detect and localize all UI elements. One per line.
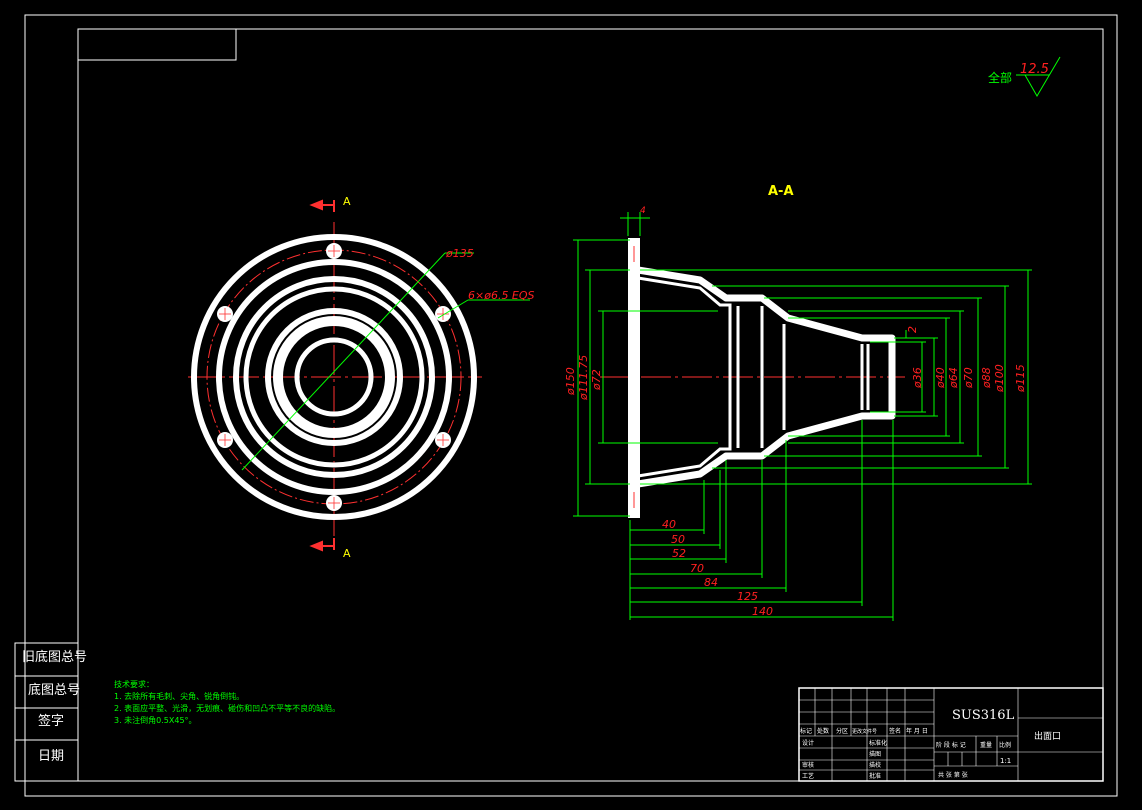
dim-dia-36: ø36: [911, 367, 924, 389]
role-process: 工艺: [802, 772, 814, 780]
dim-len-50: 50: [671, 533, 685, 546]
stage-label: 阶 段 标 记: [936, 741, 966, 749]
technical-notes: 技术要求： 1. 去除所有毛刺、尖角、锐角倒钝。 2. 表面应平整、光滑，无划痕…: [114, 679, 340, 725]
notes-line-2: 2. 表面应平整、光滑，无划痕、碰伤和凹凸不平等不良的缺陷。: [114, 703, 340, 713]
role-check: 描校: [869, 761, 881, 769]
inner-border: [77, 28, 1104, 782]
dim-small: 2: [906, 326, 919, 333]
notes-line-3: 3. 未注倒角0.5X45°。: [114, 715, 197, 725]
header-count: 处数: [817, 727, 829, 735]
dim-dia-115: ø115: [1014, 364, 1027, 393]
dim-len-70: 70: [690, 562, 704, 575]
roughness-symbol: 全部 12.5: [988, 56, 1061, 97]
scale-label: 比例: [999, 741, 1011, 749]
weight-label: 重量: [980, 741, 992, 749]
part-name: 出面口: [1034, 730, 1061, 742]
role-trace: 描图: [869, 750, 881, 758]
cut-label-top: A: [343, 195, 351, 208]
cut-label-bottom: A: [343, 547, 351, 560]
role-approve: 批准: [869, 772, 881, 780]
dim-len-125: 125: [737, 590, 758, 603]
outer-border: [24, 14, 1118, 797]
section-label: A-A: [768, 184, 794, 199]
dim-dia-100: ø100: [993, 364, 1006, 393]
dim-len-52: 52: [672, 547, 686, 560]
side-label-column: 旧底图总号 底图总号 签字 日期: [14, 642, 87, 782]
side-label-1: 旧底图总号: [22, 649, 87, 665]
material-label: SUS316L: [952, 708, 1015, 723]
notes-line-1: 1. 去除所有毛刺、尖角、锐角倒钝。: [114, 691, 244, 701]
header-date: 年 月 日: [906, 727, 928, 735]
dim-top: 4: [640, 206, 646, 216]
dim-dia-111: ø111.75: [577, 355, 590, 401]
sheets-label: 共 张 第 张: [938, 771, 968, 779]
dim-len-84: 84: [704, 576, 718, 589]
holes-label: 6×ø6.5 EQS: [468, 289, 535, 302]
scale-value: 1:1: [1000, 757, 1011, 765]
side-label-4: 日期: [38, 749, 64, 764]
top-left-box: [77, 28, 237, 61]
side-label-3: 签字: [38, 713, 64, 729]
roughness-prefix: 全部: [988, 70, 1012, 85]
header-change: 更改文件号: [852, 728, 877, 735]
front-view: ø135 6×ø6.5 EQS A A: [188, 195, 535, 560]
dim-len-140: 140: [752, 605, 773, 618]
notes-heading: 技术要求：: [114, 679, 154, 689]
dim-dia-64: ø64: [947, 367, 960, 389]
side-label-2: 底图总号: [28, 682, 80, 698]
dim-len-40: 40: [662, 518, 676, 531]
dia-135-label: ø135: [445, 247, 474, 260]
section-view: ø150 ø111.75 ø72 ø36 ø40 ø64 ø70 ø88 ø10…: [564, 206, 1032, 621]
header-sign: 签名: [889, 727, 901, 735]
header-zone: 分区: [836, 727, 848, 735]
dim-dia-72: ø72: [590, 369, 603, 391]
dim-dia-88: ø88: [980, 367, 993, 389]
dim-dia-150: ø150: [564, 367, 577, 396]
roughness-value: 12.5: [1020, 62, 1049, 77]
role-standard: 标准化: [869, 739, 887, 747]
role-review: 审核: [802, 761, 814, 769]
header-mark: 标记: [800, 727, 812, 735]
dim-dia-70: ø70: [962, 367, 975, 389]
role-design: 设计: [802, 739, 814, 747]
title-block: SUS316L 出面口 标记 处数 分区 更改文件号 签名 年 月 日 设计 审…: [798, 687, 1104, 782]
dim-dia-40: ø40: [934, 367, 947, 389]
